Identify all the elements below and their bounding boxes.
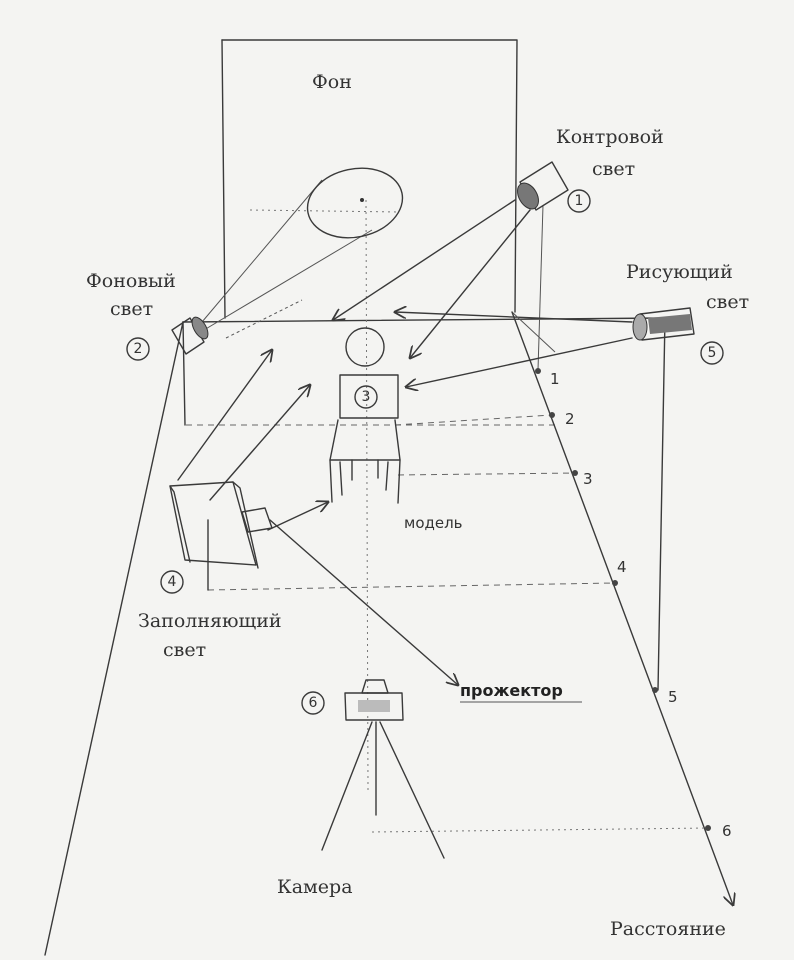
label-distance: Расстояние [610, 918, 726, 940]
distance-point-3 [572, 470, 578, 476]
model-figure [330, 328, 400, 503]
model-head [346, 328, 384, 366]
distance-mark-5: 5 [668, 688, 678, 706]
label-background: Фон [312, 71, 352, 93]
background-light-beam [202, 160, 409, 338]
label-background-light-2: свет [110, 298, 153, 320]
label-fill-light-1: Заполняющий [138, 610, 282, 632]
svg-text:3: 3 [362, 389, 371, 405]
distance-point-2 [549, 412, 555, 418]
fill-light-panel [170, 482, 272, 568]
marker-key-light: 5 [701, 342, 723, 364]
svg-text:5: 5 [708, 345, 717, 361]
label-fill-light-2: свет [163, 639, 206, 661]
key-light-rays [395, 312, 632, 387]
label-model: модель [404, 514, 463, 532]
distance-point-6 [705, 825, 711, 831]
camera-on-tripod [322, 680, 444, 858]
distance-axis: 1 2 3 4 5 6 [208, 312, 733, 905]
back-light-fixture [513, 162, 568, 213]
svg-text:4: 4 [168, 574, 177, 590]
label-back-light-1: Контровой [556, 126, 664, 148]
backdrop [183, 40, 665, 425]
distance-mark-1: 1 [550, 370, 560, 388]
back-light-rays [333, 200, 543, 370]
distance-point-4 [612, 580, 618, 586]
svg-text:6: 6 [309, 695, 318, 711]
label-background-light-1: Фоновый [86, 270, 176, 292]
label-back-light-2: свет [592, 158, 635, 180]
marker-model: 3 [355, 386, 377, 408]
label-camera: Камера [277, 876, 353, 898]
marker-fill-light: 4 [161, 571, 183, 593]
marker-back-light: 1 [568, 190, 590, 212]
marker-camera: 6 [302, 692, 324, 714]
distance-mark-6: 6 [722, 822, 732, 840]
marker-background-light: 2 [127, 338, 149, 360]
svg-text:1: 1 [575, 193, 584, 209]
distance-mark-2: 2 [565, 410, 575, 428]
svg-text:2: 2 [134, 341, 143, 357]
distance-point-1 [535, 368, 541, 374]
key-light-fixture [633, 308, 694, 340]
label-key-light-2: свет [706, 291, 749, 313]
distance-point-5 [652, 687, 658, 693]
distance-mark-3: 3 [583, 470, 593, 488]
distance-mark-4: 4 [617, 558, 627, 576]
label-spotlight: прожектор [460, 681, 563, 700]
label-key-light-1: Рисующий [626, 261, 733, 283]
